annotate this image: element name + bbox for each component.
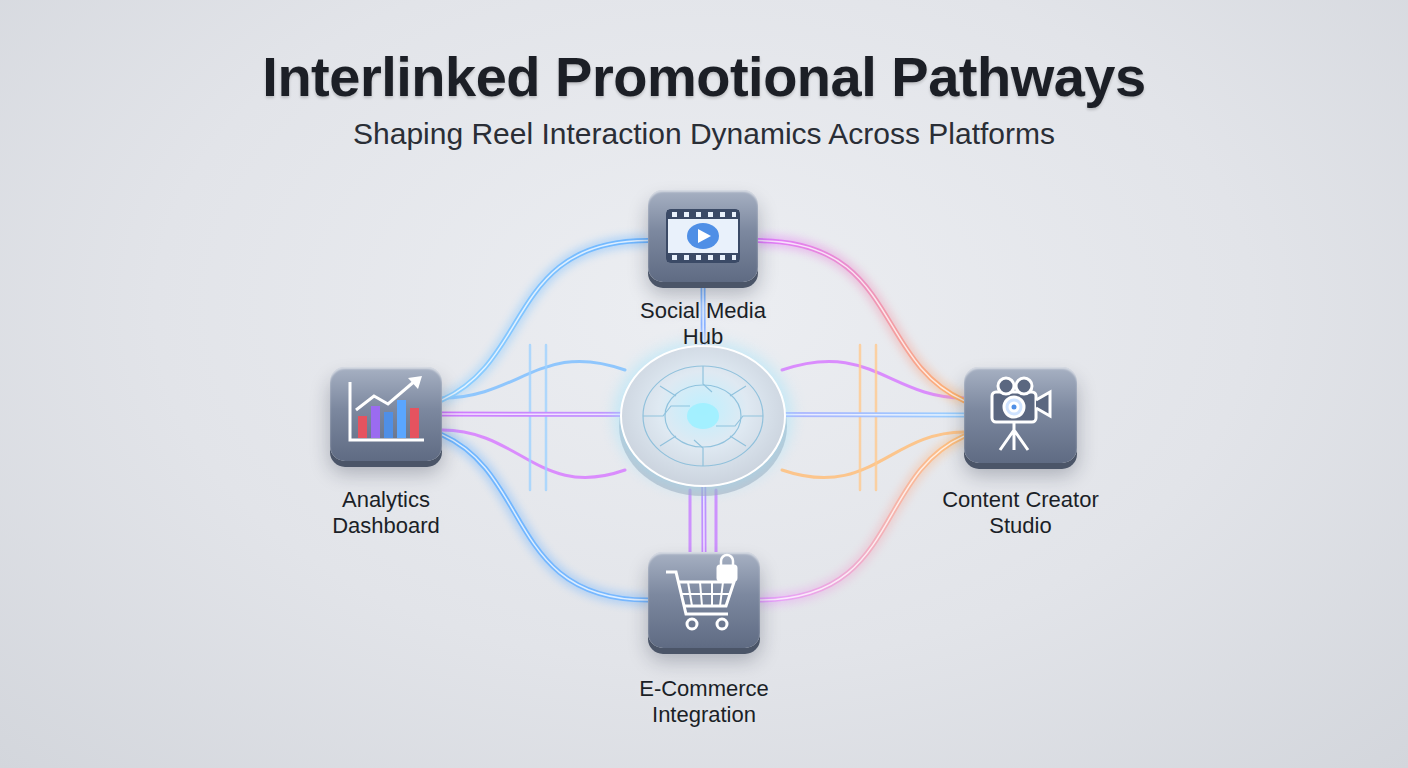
icon-tile: Social Media Hub (648, 190, 758, 282)
neon-connector (442, 435, 648, 600)
circuit-pattern (643, 366, 763, 466)
node-label: Social Media Hub (628, 298, 778, 350)
chart-icon (350, 376, 424, 440)
video-icon (667, 210, 739, 262)
camera-icon (992, 378, 1050, 450)
icon-tile: E-Commerce Integration (648, 552, 760, 648)
connector-glow (442, 241, 648, 400)
inner-strands (442, 345, 964, 552)
connector-glow (442, 435, 648, 600)
disc-body (621, 346, 785, 486)
disc-glow (615, 342, 791, 490)
diagram-caption: Shaping Reel Interaction Dynamics Across… (0, 117, 1408, 151)
disc-shadow (619, 356, 787, 496)
connector-line (442, 435, 648, 600)
connector-glow (760, 436, 964, 600)
node-label: Analytics Dashboard (311, 487, 461, 539)
connector-line (442, 241, 648, 400)
node-label: Content Creator Studio (921, 487, 1121, 539)
connector-highlight (442, 241, 648, 400)
neon-connector (442, 241, 648, 400)
connector-highlight (442, 435, 648, 600)
connector-highlight (760, 436, 964, 600)
neon-connector (442, 414, 964, 415)
connector-line (442, 414, 964, 415)
icon-tile: Analytics Dashboard (330, 367, 442, 461)
diagram-title: Interlinked Promotional Pathways (0, 44, 1408, 109)
connector-glow (758, 241, 964, 401)
connector-glow (442, 414, 964, 415)
neon-connector (758, 241, 964, 401)
disc-core (687, 403, 719, 429)
connector-line (758, 241, 964, 401)
connector-line (760, 436, 964, 600)
connector-highlight (442, 414, 964, 415)
icon-tile: Content Creator Studio (964, 367, 1077, 463)
node-label: E-Commerce Integration (619, 676, 789, 728)
cart-icon (666, 555, 736, 629)
connector-highlight (758, 241, 964, 401)
neon-connector (760, 436, 964, 600)
